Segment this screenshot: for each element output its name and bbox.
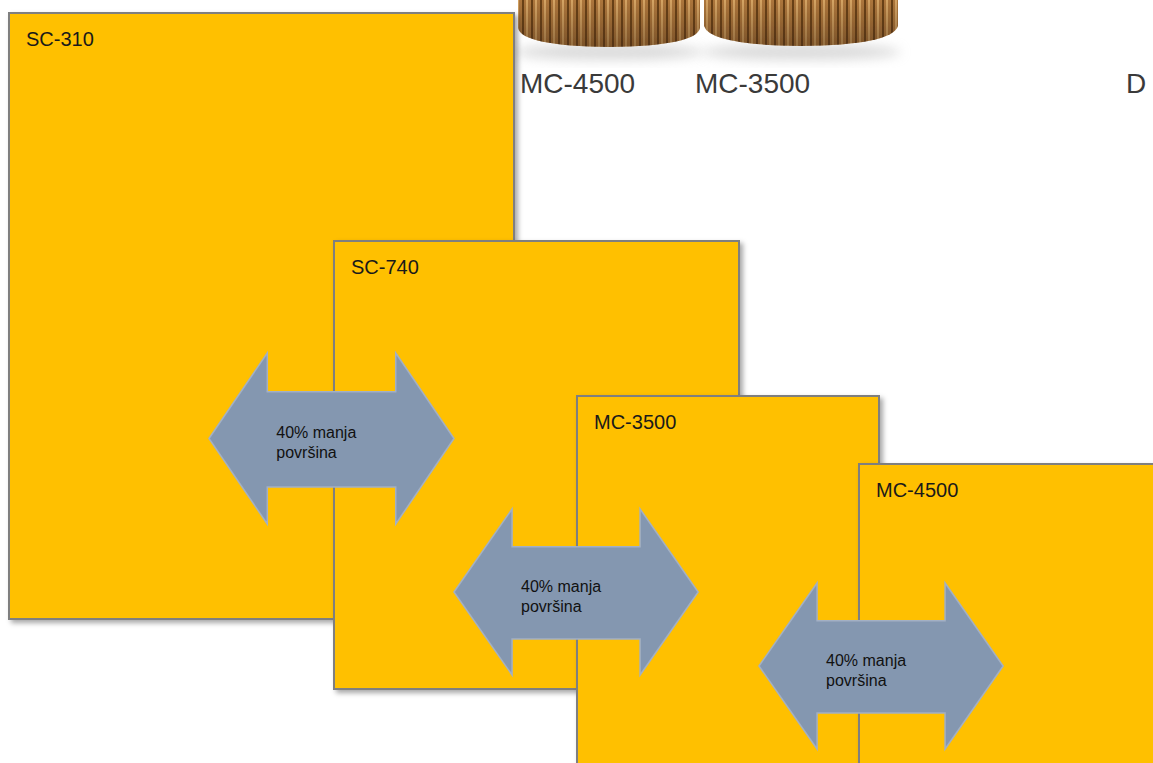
- double-arrow-outline: [454, 509, 698, 675]
- comparison-arrow: 40% manja površina: [758, 582, 1004, 750]
- product-area-box: MC-4500: [858, 463, 1153, 763]
- filter-shading: [518, 0, 700, 47]
- filter-cartridge: [704, 0, 898, 46]
- product-name-label: MC-4500: [520, 70, 635, 98]
- comparison-arrow: 40% manja površina: [208, 352, 455, 525]
- product-name-label: D: [1126, 70, 1146, 98]
- box-label: MC-4500: [876, 478, 958, 502]
- filter-shadow: [701, 44, 901, 60]
- comparison-arrow: 40% manja površina: [453, 508, 699, 676]
- double-arrow-outline: [759, 583, 1003, 749]
- filter-shading: [704, 0, 898, 46]
- box-label: SC-740: [351, 255, 419, 279]
- box-label: MC-3500: [594, 410, 676, 434]
- double-arrow-outline: [209, 353, 454, 524]
- arrow-label: 40% manja površina: [521, 577, 631, 617]
- product-name-label: MC-3500: [695, 70, 810, 98]
- arrow-label: 40% manja površina: [826, 651, 936, 691]
- arrow-label: 40% manja površina: [276, 423, 386, 463]
- box-label: SC-310: [26, 27, 94, 51]
- filter-cartridge: [518, 0, 700, 47]
